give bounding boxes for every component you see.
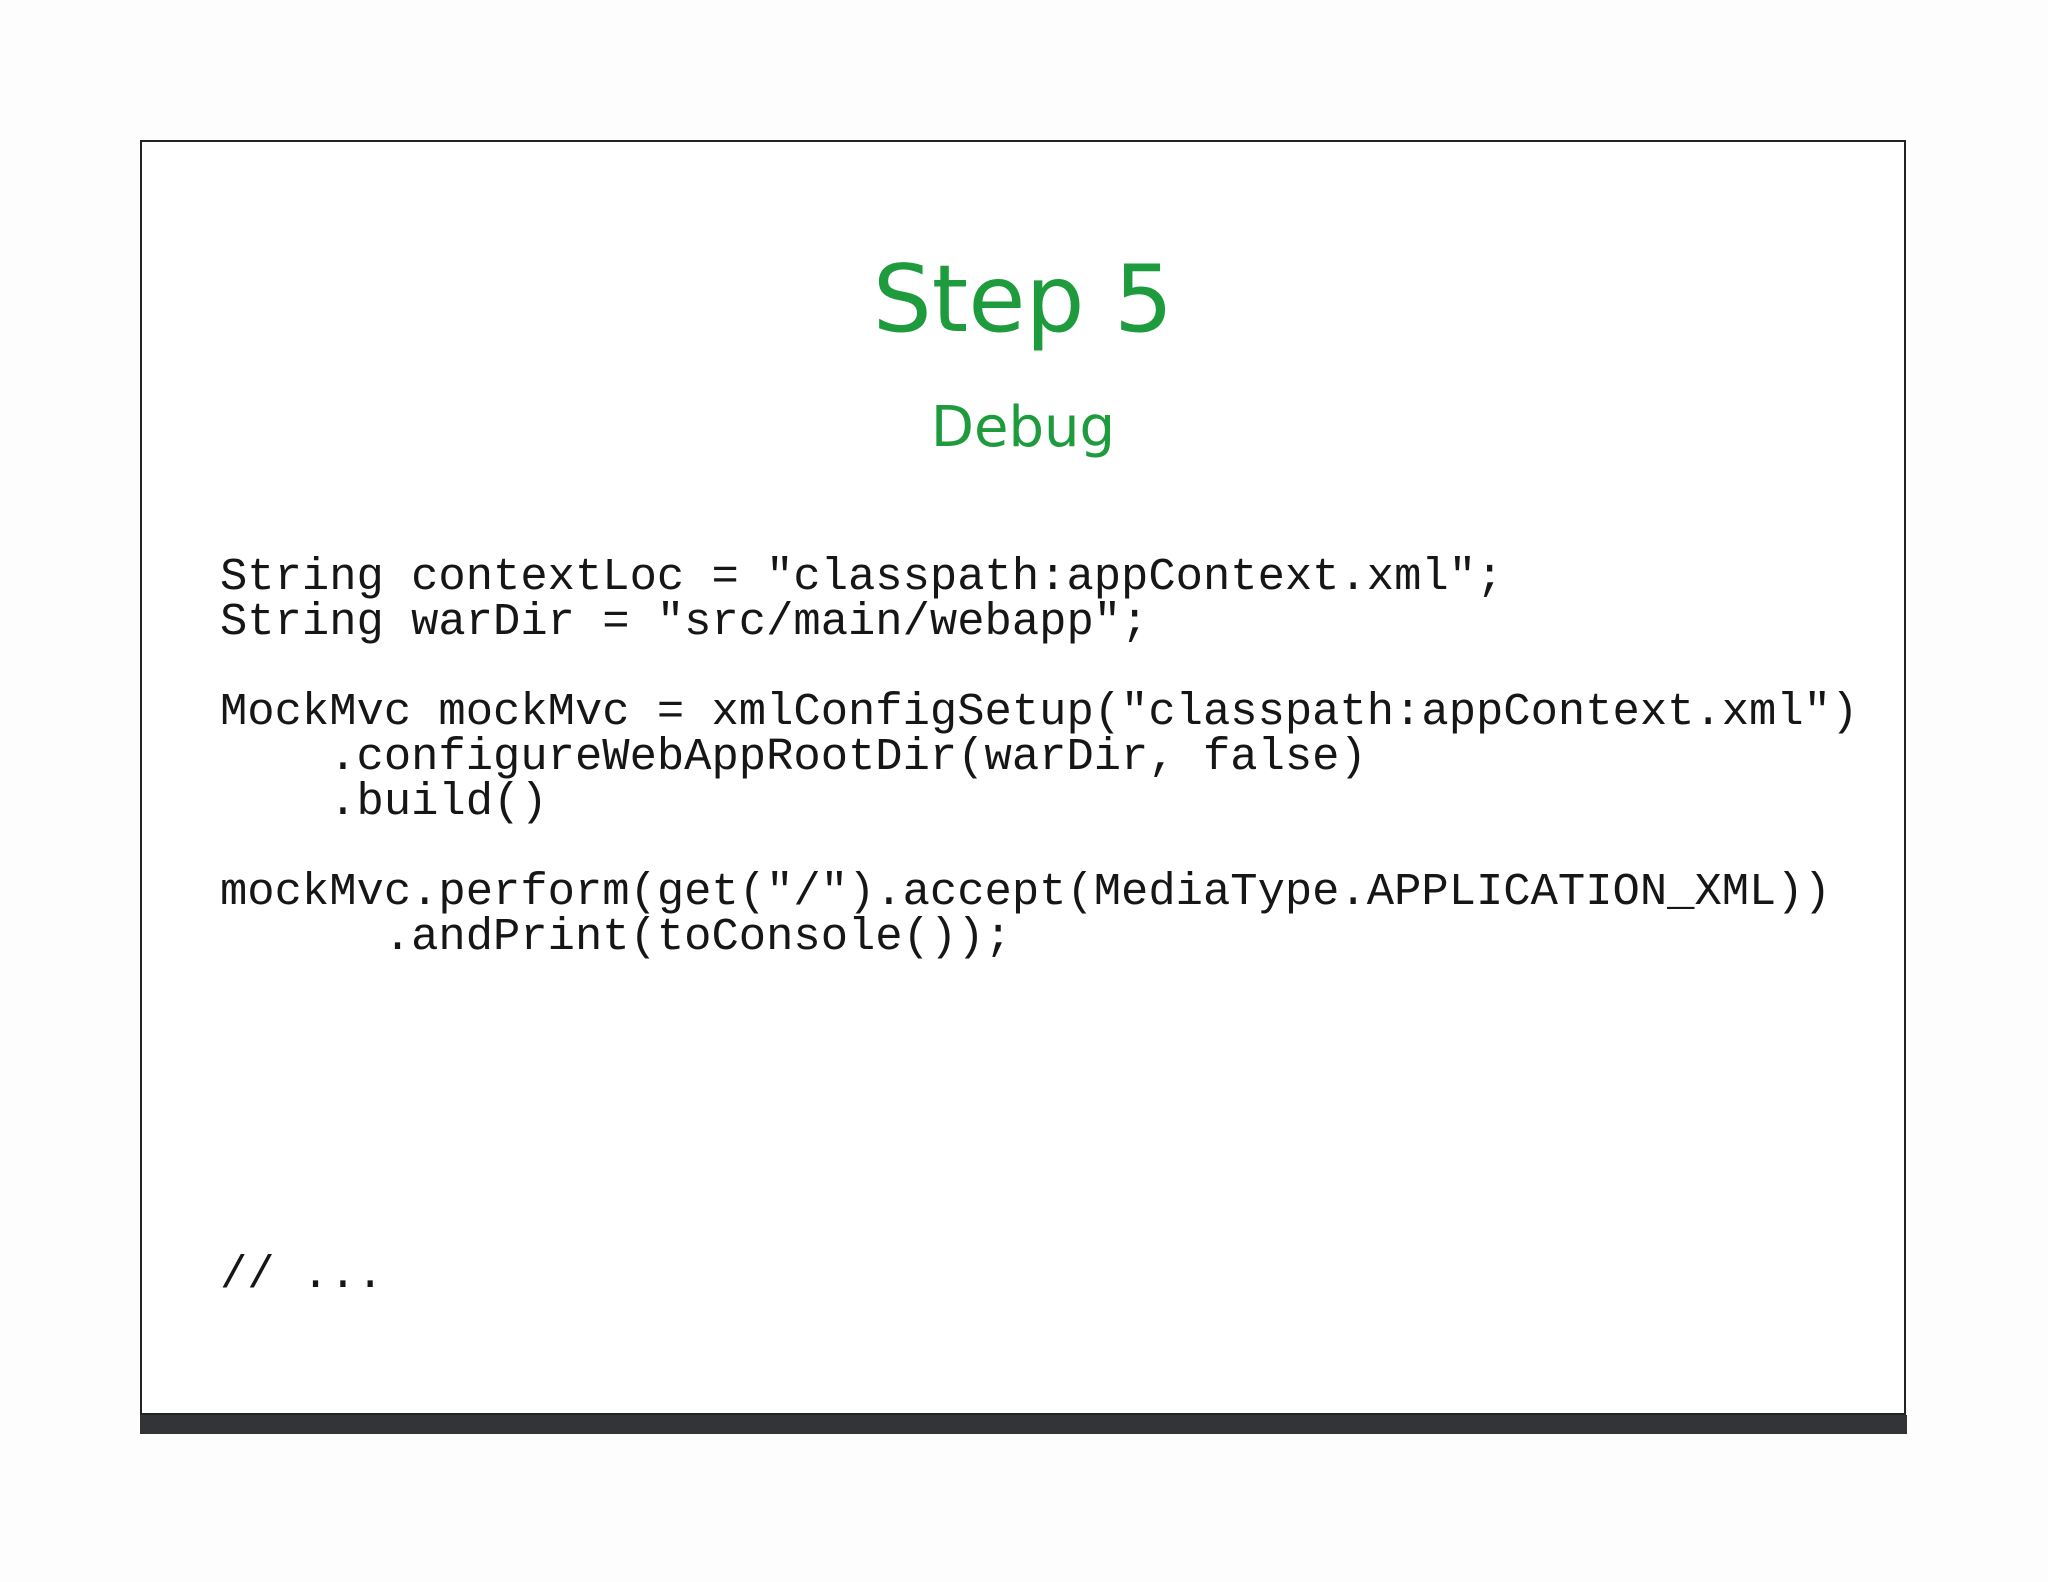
footer-bar	[140, 1415, 1907, 1434]
code-block: String contextLoc = "classpath:appContex…	[220, 551, 1859, 963]
slide: Step 5 Debug String contextLoc = "classp…	[140, 140, 1906, 1415]
code-comment-line: // ...	[220, 1249, 384, 1301]
slide-subtitle: Debug	[930, 395, 1116, 460]
slide-title: Step 5	[872, 245, 1174, 353]
